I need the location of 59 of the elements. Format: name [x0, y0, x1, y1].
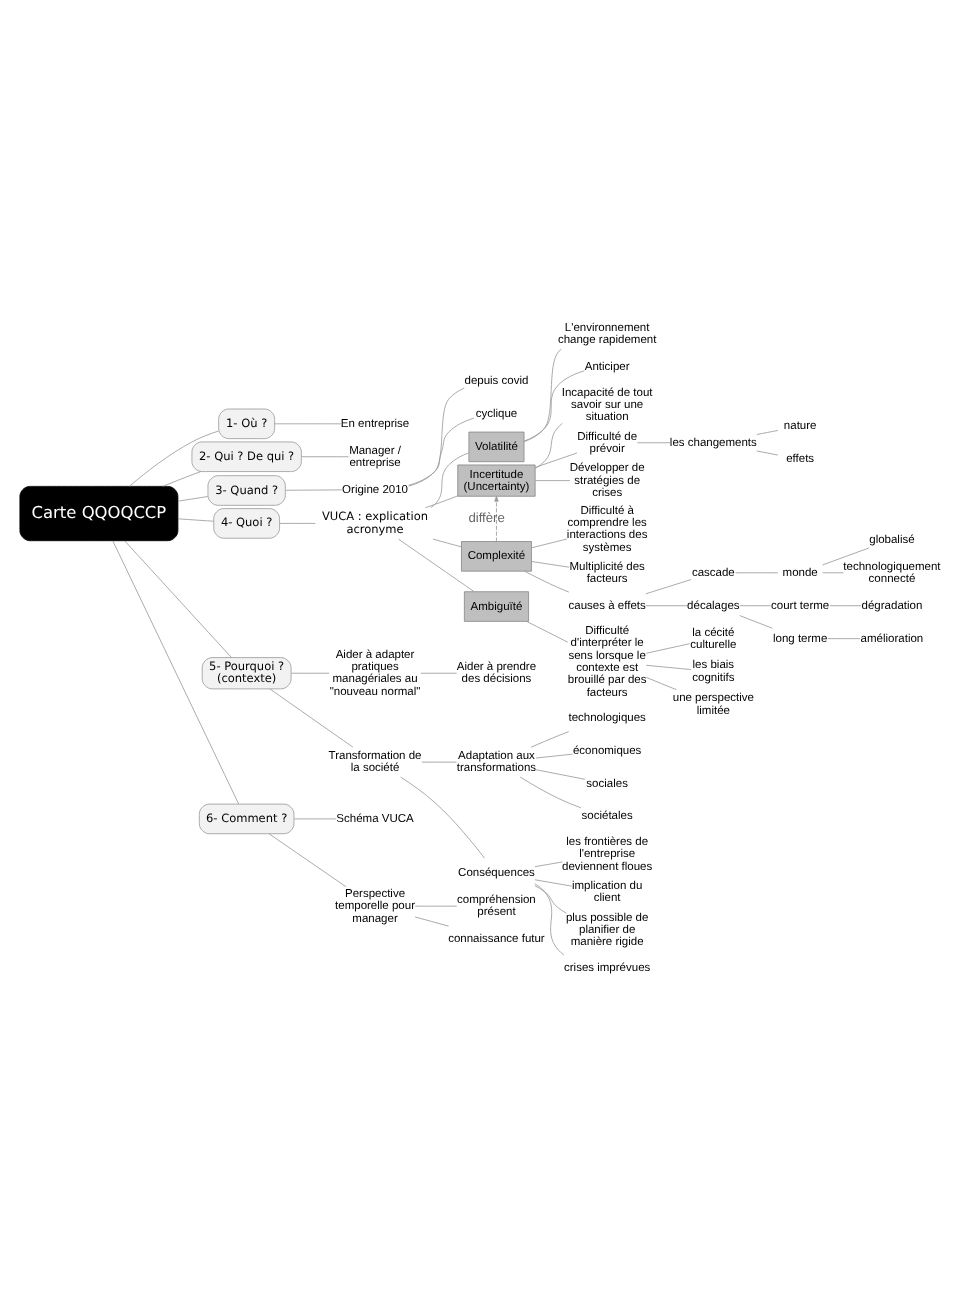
connector — [124, 539, 232, 657]
connector — [408, 386, 465, 486]
connector — [535, 451, 578, 467]
connector — [430, 451, 470, 508]
connector — [534, 882, 565, 955]
connector — [822, 571, 844, 573]
connector — [162, 470, 202, 486]
connector — [420, 671, 458, 673]
connector — [400, 775, 485, 858]
connector — [535, 479, 571, 481]
connector — [285, 488, 342, 490]
connector — [735, 571, 779, 573]
connector — [526, 620, 569, 642]
connector — [301, 455, 349, 457]
connector — [739, 614, 773, 628]
connector — [739, 604, 771, 606]
connector — [534, 421, 563, 468]
connector — [645, 663, 692, 669]
connector — [534, 860, 563, 867]
connector — [398, 537, 475, 592]
connector — [645, 604, 688, 606]
connector — [523, 347, 562, 442]
connector — [645, 642, 691, 653]
connector — [432, 537, 462, 547]
connector — [535, 768, 586, 779]
connector — [268, 832, 347, 887]
connector — [425, 494, 459, 508]
connector — [414, 904, 458, 906]
connector — [523, 369, 585, 441]
connector — [531, 560, 570, 567]
connector — [112, 539, 240, 804]
connector — [519, 775, 582, 808]
connector — [535, 752, 573, 758]
connector — [414, 915, 450, 926]
connector — [421, 760, 458, 762]
connector — [756, 429, 779, 434]
connector — [827, 637, 861, 639]
connector — [530, 730, 570, 747]
connector — [645, 578, 692, 594]
connector — [636, 441, 671, 443]
connector — [534, 878, 573, 886]
arrow — [494, 494, 499, 541]
connector — [129, 429, 219, 486]
connector — [274, 422, 342, 424]
connector — [534, 884, 567, 913]
node-box: Carte QQOQCCP — [19, 484, 179, 541]
connector — [408, 416, 475, 485]
connector — [524, 569, 570, 592]
connector — [177, 495, 209, 501]
connector — [279, 522, 316, 523]
connector — [756, 449, 779, 455]
connector — [531, 537, 568, 548]
connector — [822, 546, 870, 565]
connector — [177, 517, 214, 521]
connector — [269, 687, 354, 747]
connector — [829, 604, 862, 606]
connector — [645, 676, 677, 690]
connector — [291, 671, 330, 673]
connector — [293, 817, 337, 819]
